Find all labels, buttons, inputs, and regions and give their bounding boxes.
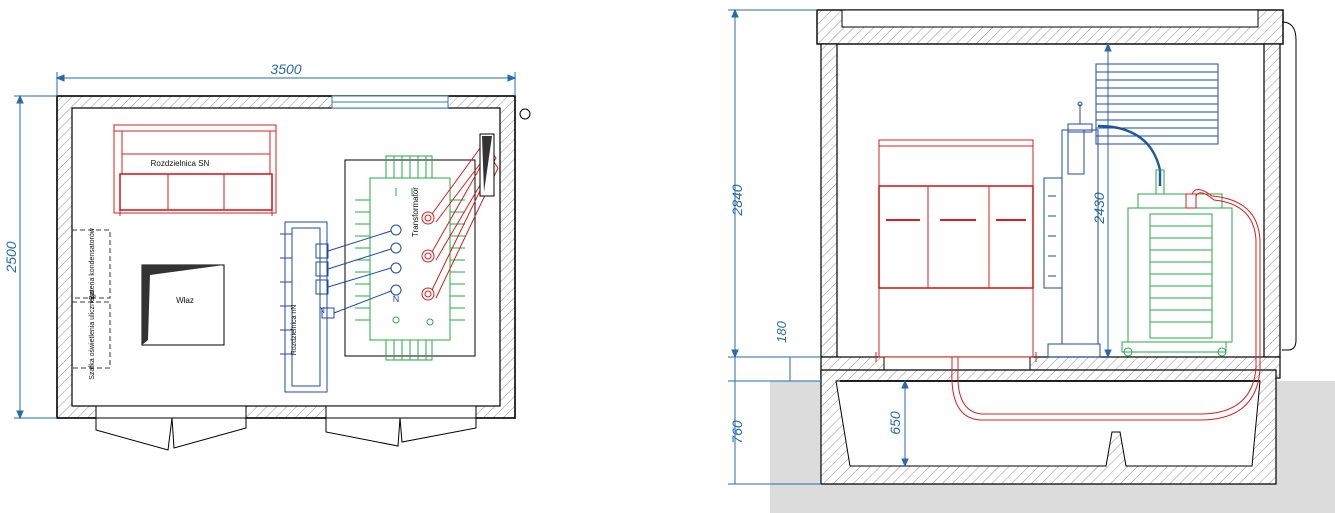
transformer-section bbox=[1121, 169, 1233, 357]
plan-view: 3500 2500 Rozdzielnica SN Bateria konden… bbox=[3, 61, 531, 451]
section-roof bbox=[816, 9, 1284, 45]
section-walls bbox=[820, 43, 1281, 485]
cable-cellar-dimension: 650 bbox=[887, 411, 903, 435]
neutral-mark-lv: N bbox=[319, 306, 325, 315]
lv-switchgear-label: Rozdzielnica nN bbox=[291, 305, 298, 356]
cable-entry-plan bbox=[479, 133, 495, 197]
section-view: 2840 180 2430 760 650 bbox=[728, 8, 1335, 513]
lv-switchgear-section bbox=[1043, 101, 1101, 358]
ventilation-grille bbox=[1095, 63, 1219, 145]
mv-cable-section bbox=[875, 189, 1261, 421]
mv-switchgear-plan bbox=[113, 124, 277, 216]
plan-ground-point bbox=[519, 108, 531, 120]
transformer-plan: N N bbox=[319, 139, 499, 361]
mv-switchgear-section bbox=[878, 139, 1034, 358]
plan-height-dimension: 2500 bbox=[3, 241, 19, 273]
section-dimensions bbox=[728, 8, 1112, 485]
lv-busbar-link bbox=[1097, 124, 1162, 186]
manhole bbox=[141, 264, 225, 346]
neutral-mark: N bbox=[393, 294, 400, 304]
mv-switchgear-label: Rozdzielnica SN bbox=[151, 159, 210, 168]
manhole-label: Właz bbox=[176, 296, 194, 305]
inner-height-dimension: 2430 bbox=[1091, 192, 1107, 224]
capacitor-bank-label: Bateria kondensatorów bbox=[89, 227, 96, 300]
plan-width-dimension: 3500 bbox=[270, 61, 301, 77]
side-cabinets bbox=[71, 229, 111, 369]
lighting-cabinet-label: Szafka oświetlenia ulicznego bbox=[89, 290, 96, 380]
plan-dimensions bbox=[14, 72, 517, 420]
side-door-profile bbox=[1281, 21, 1297, 351]
total-height-dimension: 2840 bbox=[729, 184, 745, 216]
floor-dimension: 180 bbox=[774, 320, 789, 342]
basement-dimension: 760 bbox=[729, 420, 745, 444]
transformer-label: Transformator bbox=[411, 187, 420, 237]
